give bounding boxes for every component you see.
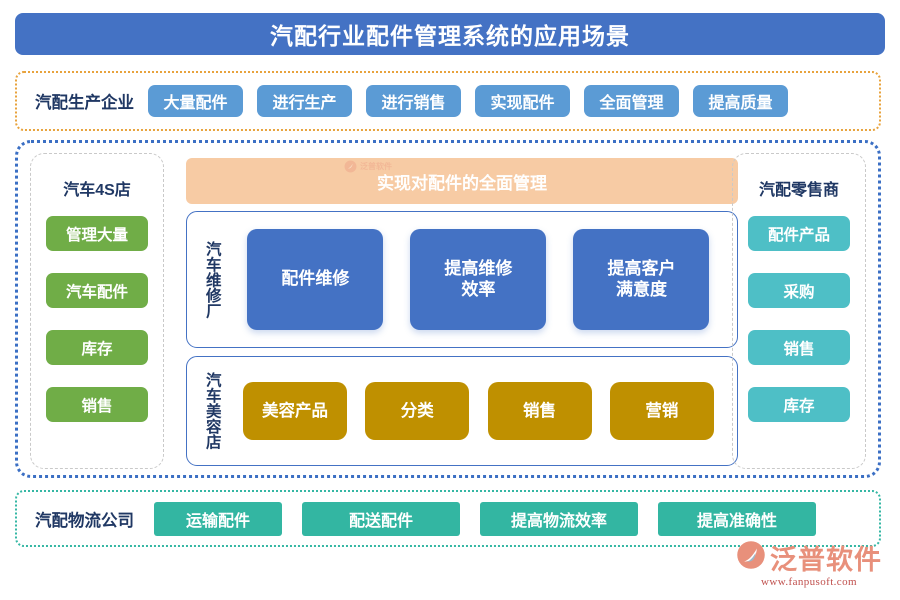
beauty-card-3[interactable]: 营销 xyxy=(609,382,714,440)
left-column-title: 汽车4S店 xyxy=(63,182,131,199)
page-title: 汽配行业配件管理系统的应用场景 xyxy=(15,13,885,55)
top-band-label: 汽配生产企业 xyxy=(35,94,134,112)
bottom-band-item-1[interactable]: 配送配件 xyxy=(302,501,460,536)
repair-card-1[interactable]: 提高维修 效率 xyxy=(410,229,547,330)
right-column-item-3[interactable]: 库存 xyxy=(748,387,850,422)
center-banner: 泛普软件 实现对配件的全面管理 xyxy=(186,158,738,204)
center-banner-text: 实现对配件的全面管理 xyxy=(377,173,547,193)
repair-shop-label: 汽车维修厂 xyxy=(203,240,221,319)
repair-card-0[interactable]: 配件维修 xyxy=(247,229,384,330)
right-column-title: 汽配零售商 xyxy=(758,182,839,199)
beauty-shop-label: 汽车美容店 xyxy=(203,372,221,450)
brand-url: www.fanpusoft.com xyxy=(761,576,857,588)
top-band-item-4[interactable]: 全面管理 xyxy=(584,85,679,117)
top-band-item-5[interactable]: 提高质量 xyxy=(693,85,788,117)
right-column-item-1[interactable]: 采购 xyxy=(748,273,850,308)
watermark-text: 泛普软件 xyxy=(360,162,392,171)
fanpu-logo-icon xyxy=(736,540,766,575)
left-column-4s-store: 汽车4S店 管理大量 汽车配件 库存 销售 xyxy=(30,153,164,469)
brand-logo: 泛普软件 www.fanpusoft.com xyxy=(736,538,882,588)
center-section: 泛普软件 实现对配件的全面管理 汽车维修厂 配件维修 提高维修 效率 提高客户 … xyxy=(178,153,740,469)
repair-card-2[interactable]: 提高客户 满意度 xyxy=(573,229,710,330)
right-column-item-2[interactable]: 销售 xyxy=(748,330,850,365)
right-column-item-0[interactable]: 配件产品 xyxy=(748,216,850,251)
bottom-band-label: 汽配物流公司 xyxy=(35,511,134,530)
bottom-band-logistics: 汽配物流公司 运输配件 配送配件 提高物流效率 提高准确性 xyxy=(15,490,881,547)
repair-card-row: 配件维修 提高维修 效率 提高客户 满意度 xyxy=(220,229,737,330)
top-band-item-2[interactable]: 进行销售 xyxy=(366,85,461,117)
repair-shop-panel: 汽车维修厂 配件维修 提高维修 效率 提高客户 满意度 xyxy=(186,211,738,348)
beauty-card-0[interactable]: 美容产品 xyxy=(242,382,347,440)
middle-band: 汽车4S店 管理大量 汽车配件 库存 销售 泛普软件 实现对配件的全面管理 汽车… xyxy=(15,140,881,478)
watermark-logo: 泛普软件 xyxy=(344,160,392,173)
beauty-card-2[interactable]: 销售 xyxy=(487,382,592,440)
top-band-item-1[interactable]: 进行生产 xyxy=(257,85,352,117)
brand-name: 泛普软件 xyxy=(770,545,882,576)
bottom-band-item-3[interactable]: 提高准确性 xyxy=(658,501,816,536)
left-column-item-0[interactable]: 管理大量 xyxy=(46,216,148,251)
top-band-item-0[interactable]: 大量配件 xyxy=(148,85,243,117)
left-column-item-2[interactable]: 库存 xyxy=(46,330,148,365)
beauty-card-row: 美容产品 分类 销售 营销 xyxy=(220,382,737,440)
bottom-band-item-0[interactable]: 运输配件 xyxy=(154,501,282,536)
right-column-retailer: 汽配零售商 配件产品 采购 销售 库存 xyxy=(732,153,866,469)
beauty-shop-panel: 汽车美容店 美容产品 分类 销售 营销 xyxy=(186,356,738,466)
beauty-card-1[interactable]: 分类 xyxy=(365,382,470,440)
brand-row: 泛普软件 xyxy=(736,538,882,577)
top-band-item-3[interactable]: 实现配件 xyxy=(475,85,570,117)
bottom-band-item-2[interactable]: 提高物流效率 xyxy=(480,501,638,536)
left-column-item-1[interactable]: 汽车配件 xyxy=(46,273,148,308)
top-band-producers: 汽配生产企业 大量配件 进行生产 进行销售 实现配件 全面管理 提高质量 xyxy=(15,71,881,131)
left-column-item-3[interactable]: 销售 xyxy=(46,387,148,422)
